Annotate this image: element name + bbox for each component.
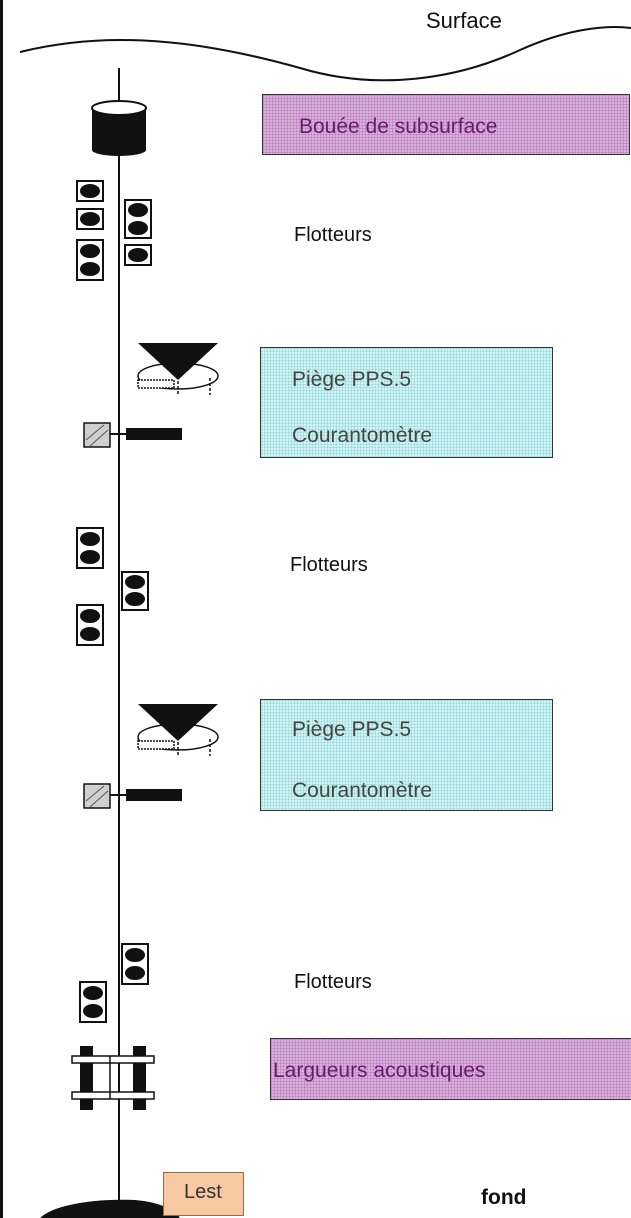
- instrument-box-2: Piège PPS.5 Courantomètre: [260, 699, 553, 811]
- sea-surface-line: [19, 25, 631, 82]
- floats-label-3: Flotteurs: [294, 971, 372, 993]
- floats-group-1-icon: [76, 180, 152, 281]
- floats-label-2: Flotteurs: [290, 554, 368, 576]
- floats-group-2-icon: [76, 527, 149, 646]
- acoustic-releases-icon: [71, 1046, 155, 1110]
- instrument-box-1: Piège PPS.5 Courantomètre: [260, 347, 553, 458]
- bottom-label: fond: [481, 1186, 527, 1209]
- sediment-trap-1-icon: [137, 343, 219, 395]
- subsurface-buoy-label: Bouée de subsurface: [299, 115, 498, 138]
- trap-label-2: Piège PPS.5: [292, 718, 412, 741]
- ballast-box: Lest: [163, 1172, 244, 1216]
- current-meter-label-1: Courantomètre: [292, 424, 433, 447]
- current-meter-label-2: Courantomètre: [292, 779, 433, 802]
- trap-label-1: Piège PPS.5: [292, 368, 412, 391]
- current-meter-2-icon: [83, 783, 182, 809]
- ballast-label: Lest: [184, 1181, 222, 1203]
- ballast-icon: [40, 1199, 180, 1218]
- subsurface-buoy-icon: [91, 100, 147, 156]
- floats-group-3-icon: [79, 943, 149, 1023]
- floats-label-1: Flotteurs: [294, 224, 372, 246]
- subsurface-buoy-box: Bouée de subsurface: [262, 94, 630, 155]
- surface-label: Surface: [426, 8, 502, 33]
- acoustic-releases-box: Largueurs acoustiques: [270, 1038, 631, 1100]
- acoustic-releases-label: Largueurs acoustiques: [273, 1059, 486, 1082]
- current-meter-1-icon: [83, 422, 182, 448]
- sediment-trap-2-icon: [137, 704, 219, 756]
